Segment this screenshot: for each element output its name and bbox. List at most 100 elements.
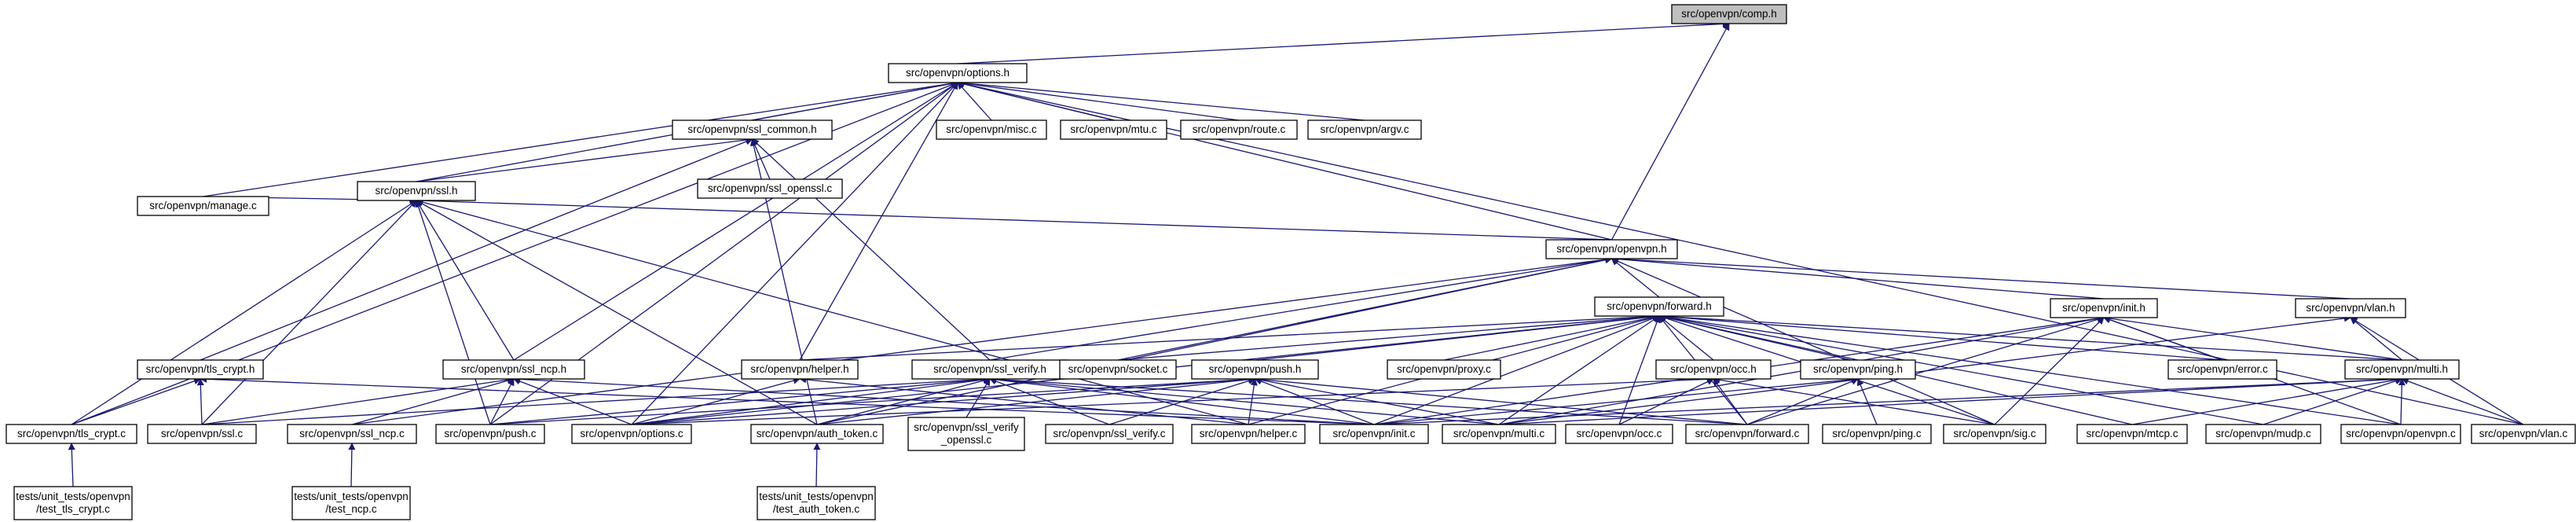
edge-manage_c-to-options_h (203, 79, 958, 197)
node-ping-h[interactable]: src/openvpn/ping.h (1800, 359, 1916, 380)
edge-multi_c-to-push_h (1254, 377, 1500, 425)
node-multi-h[interactable]: src/openvpn/multi.h (2344, 359, 2460, 380)
node-openvpn-h[interactable]: src/openvpn/openvpn.h (1545, 239, 1678, 259)
node-ssl-ncp-h[interactable]: src/openvpn/ssl_ncp.h (442, 359, 585, 380)
node-label: tests/unit_tests/openvpn (759, 491, 874, 502)
edge-argv_c-to-options_h (957, 79, 1365, 121)
node-helper-h[interactable]: src/openvpn/helper.h (741, 359, 859, 380)
node-comp-h[interactable]: src/openvpn/comp.h (1671, 4, 1787, 24)
node-ssl-verify-c[interactable]: src/openvpn/ssl_verify.c (1045, 424, 1174, 444)
node-options-h[interactable]: src/openvpn/options.h (888, 63, 1028, 83)
node-vlan-c[interactable]: src/openvpn/vlan.c (2471, 424, 2576, 444)
edge-proxy_c-to-forward_h (1443, 314, 1660, 361)
node-label: src/openvpn/sig.c (1953, 428, 2036, 439)
edge-multi_c-to-forward_h (1498, 315, 1660, 425)
edge-options_c-to-helper_h (631, 377, 801, 425)
node-mtcp-c[interactable]: src/openvpn/mtcp.c (2076, 424, 2188, 444)
node-box (435, 424, 545, 444)
node-box (1059, 359, 1177, 380)
node-ssl-openssl-c[interactable]: src/openvpn/ssl_openssl.c (697, 178, 843, 199)
node-label: src/openvpn/argv.c (1320, 123, 1409, 135)
node-ssl-c[interactable]: src/openvpn/ssl.c (147, 424, 257, 444)
node-label: src/openvpn/ssl.c (161, 428, 244, 439)
edge-auth_token_c-to-push_h (816, 376, 1256, 425)
node-label: /test_auth_token.c (773, 503, 860, 515)
node-misc-c[interactable]: src/openvpn/misc.c (936, 119, 1047, 140)
node-push-h[interactable]: src/openvpn/push.h (1191, 359, 1319, 380)
node-socket-c[interactable]: src/openvpn/socket.c (1059, 359, 1177, 380)
node-argv-c[interactable]: src/openvpn/argv.c (1307, 119, 1422, 140)
node-ssl-ncp-c[interactable]: src/openvpn/ssl_ncp.c (287, 424, 417, 444)
node-occ-c[interactable]: src/openvpn/occ.c (1565, 424, 1673, 444)
node-auth-token-c[interactable]: src/openvpn/auth_token.c (750, 424, 884, 444)
node-route-c[interactable]: src/openvpn/route.c (1180, 119, 1298, 140)
node-box (2167, 359, 2277, 380)
node-box (1319, 424, 1429, 444)
node-init-c[interactable]: src/openvpn/init.c (1319, 424, 1429, 444)
node-label: /test_ncp.c (325, 503, 377, 515)
edge-tls_crypt_h-to-ssl_common_h (200, 138, 753, 361)
node-mudp-c[interactable]: src/openvpn/mudp.c (2205, 424, 2321, 444)
edge-mtcp_c-to-multi_h (2131, 376, 2403, 425)
node-box (1387, 359, 1501, 380)
node-tls-crypt-h[interactable]: src/openvpn/tls_crypt.h (137, 359, 264, 380)
node-box (1655, 359, 1772, 380)
node-ssl-verify-h[interactable]: src/openvpn/ssl_verify.h (911, 359, 1068, 380)
node-push-c[interactable]: src/openvpn/push.c (435, 424, 545, 444)
edge-options_c-to-options_h (631, 82, 958, 425)
node-test-ncp-c[interactable]: tests/unit_tests/openvpn/test_ncp.c (291, 486, 411, 520)
node-label: src/openvpn/helper.c (1200, 428, 1298, 439)
edge-forward_c-to-occ_h (1713, 378, 1748, 425)
node-sig-c[interactable]: src/openvpn/sig.c (1943, 424, 2047, 444)
node-box (147, 424, 257, 444)
node-test-auth-token-c[interactable]: tests/unit_tests/openvpn/test_auth_token… (757, 486, 876, 520)
edge-vlan_h-to-openvpn_h (1610, 255, 2351, 300)
node-box (2076, 424, 2188, 444)
node-tls-crypt-c[interactable]: src/openvpn/tls_crypt.c (5, 424, 137, 444)
node-options-c[interactable]: src/openvpn/options.c (571, 424, 692, 444)
node-label: src/openvpn/ssl_openssl.c (708, 182, 833, 194)
node-box (757, 486, 876, 520)
node-vlan-h[interactable]: src/openvpn/vlan.h (2295, 298, 2406, 318)
edge-multi_c-to-multi_h (1498, 375, 2403, 425)
node-label: tests/unit_tests/openvpn (294, 491, 409, 502)
node-ssl-h[interactable]: src/openvpn/ssl.h (357, 181, 476, 201)
edge-sig_c-to-occ_h (1713, 376, 1995, 425)
node-openvpn-c[interactable]: src/openvpn/openvpn.c (2340, 424, 2461, 444)
node-label: src/openvpn/misc.c (946, 123, 1037, 135)
node-box (287, 424, 417, 444)
node-error-c[interactable]: src/openvpn/error.c (2167, 359, 2277, 380)
node-manage-c[interactable]: src/openvpn/manage.c (137, 196, 269, 216)
edge-occ_c-to-occ_h (1618, 378, 1714, 425)
node-init-h[interactable]: src/openvpn/init.h (2050, 298, 2158, 318)
node-mtu-c[interactable]: src/openvpn/mtu.c (1060, 119, 1167, 140)
node-helper-c[interactable]: src/openvpn/helper.c (1191, 424, 1306, 444)
node-label: src/openvpn/ssl_verify.h (933, 363, 1046, 375)
node-label: src/openvpn/push.c (444, 428, 536, 439)
edge-ssl_h-to-ssl_common_h (416, 136, 753, 182)
node-occ-h[interactable]: src/openvpn/occ.h (1655, 359, 1772, 380)
edge-test_auth_token_c-to-auth_token_c (813, 443, 821, 487)
node-label: src/openvpn/ssl_ncp.h (461, 363, 566, 375)
edge-ssl_ncp_h-to-options_h (513, 82, 958, 361)
edge-init_c-to-ping_h (1373, 376, 1859, 425)
node-ssl-verify-openssl-c[interactable]: src/openvpn/ssl_verify_openssl.c (907, 417, 1025, 451)
edge-ssl_c-to-ssl_h (201, 200, 417, 425)
node-box (750, 424, 884, 444)
edge-helper_c-to-push_h (1248, 378, 1258, 425)
node-ping-c[interactable]: src/openvpn/ping.c (1822, 424, 1932, 444)
node-ssl-common-h[interactable]: src/openvpn/ssl_common.h (672, 119, 833, 140)
edge-openvpn_h-to-options_h (957, 80, 1612, 241)
node-box (1045, 424, 1174, 444)
node-forward-h[interactable]: src/openvpn/forward.h (1594, 296, 1724, 317)
node-box (1060, 119, 1167, 140)
node-label: src/openvpn/ssl.h (375, 185, 457, 197)
edge-route_c-to-options_h (957, 79, 1240, 121)
node-forward-c[interactable]: src/openvpn/forward.c (1685, 424, 1809, 444)
node-box (1800, 359, 1916, 380)
node-proxy-c[interactable]: src/openvpn/proxy.c (1387, 359, 1501, 380)
node-multi-c[interactable]: src/openvpn/multi.c (1442, 424, 1556, 444)
node-test-tls-crypt-c[interactable]: tests/unit_tests/openvpn/test_tls_crypt.… (13, 486, 133, 520)
edge-ssl_c-to-tls_crypt_h (196, 378, 204, 425)
node-box (2344, 359, 2460, 380)
